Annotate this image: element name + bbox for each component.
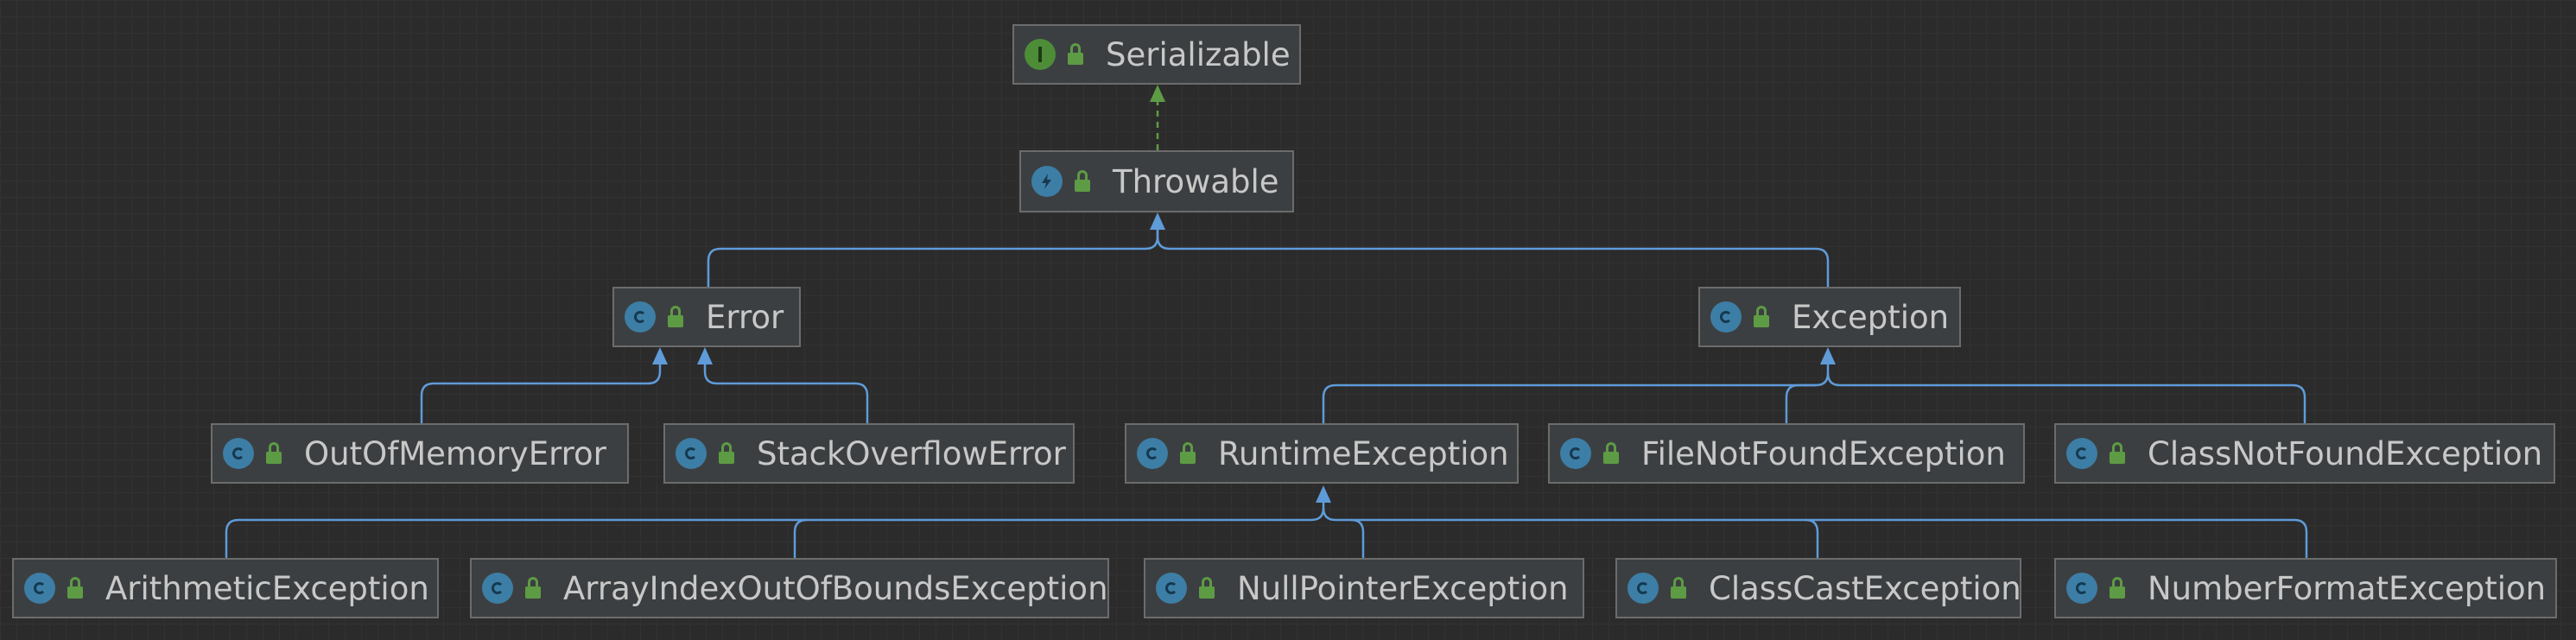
edge-nullpointerexception-runtimeexception bbox=[1322, 507, 1365, 561]
arrowhead-error-left bbox=[652, 347, 668, 364]
class-icon bbox=[676, 438, 707, 469]
node-label: OutOfMemoryError bbox=[304, 434, 606, 472]
public-visibility-icon bbox=[1178, 440, 1197, 466]
node-label: Exception bbox=[1792, 298, 1950, 336]
edge-outofmemoryerror-error bbox=[420, 359, 662, 427]
node-exception[interactable]: Exception bbox=[1698, 287, 1961, 347]
edge-filenotfoundexception-exception bbox=[1785, 383, 1816, 427]
node-label: ClassNotFoundException bbox=[2148, 434, 2543, 472]
public-visibility-icon bbox=[264, 440, 283, 466]
public-visibility-icon bbox=[1066, 41, 1085, 67]
class-icon bbox=[1137, 438, 1168, 469]
node-nullpointerexception[interactable]: NullPointerException bbox=[1144, 558, 1584, 618]
class-icon bbox=[2066, 438, 2097, 469]
class-icon bbox=[223, 438, 254, 469]
node-label: Serializable bbox=[1106, 35, 1291, 73]
arrowhead-runtimeexception bbox=[1316, 485, 1331, 503]
public-visibility-icon bbox=[666, 304, 685, 330]
node-filenotfoundexception[interactable]: FileNotFoundException bbox=[1548, 423, 2025, 484]
public-visibility-icon bbox=[1602, 440, 1621, 466]
interface-icon bbox=[1025, 39, 1056, 70]
arrowhead-error-right bbox=[697, 347, 713, 364]
throwable-class-icon bbox=[1031, 166, 1063, 197]
class-icon bbox=[1156, 573, 1187, 604]
class-icon bbox=[482, 573, 513, 604]
node-classcastexception[interactable]: ClassCastException bbox=[1615, 558, 2021, 618]
node-label: ClassCastException bbox=[1709, 569, 2021, 607]
edge-stackoverflowerror-error bbox=[703, 359, 869, 427]
edge-numberformatexception-runtimeexception bbox=[1805, 518, 2308, 561]
node-label: FileNotFoundException bbox=[1641, 434, 2006, 472]
public-visibility-icon bbox=[1073, 168, 1092, 194]
class-icon bbox=[1710, 301, 1742, 333]
edge-classnotfoundexception-exception bbox=[1826, 372, 2306, 427]
class-icon bbox=[1560, 438, 1591, 469]
node-label: RuntimeException bbox=[1218, 434, 1509, 472]
node-label: StackOverflowError bbox=[757, 434, 1066, 472]
edge-exception-throwable bbox=[1156, 225, 1830, 299]
public-visibility-icon bbox=[1669, 575, 1688, 601]
edge-error-throwable bbox=[707, 225, 1159, 299]
node-arrayindexoutofboundsexception[interactable]: ArrayIndexOutOfBoundsException bbox=[470, 558, 1109, 618]
public-visibility-icon bbox=[1752, 304, 1771, 330]
public-visibility-icon bbox=[2108, 575, 2127, 601]
public-visibility-icon bbox=[66, 575, 85, 601]
public-visibility-icon bbox=[523, 575, 542, 601]
class-icon bbox=[2066, 573, 2097, 604]
class-icon bbox=[1627, 573, 1659, 604]
arrowhead-serializable bbox=[1150, 85, 1165, 102]
node-label: Error bbox=[706, 298, 784, 336]
node-arithmeticexception[interactable]: ArithmeticException bbox=[12, 558, 439, 618]
node-serializable[interactable]: Serializable bbox=[1012, 24, 1301, 85]
public-visibility-icon bbox=[1197, 575, 1216, 601]
node-label: NumberFormatException bbox=[2148, 569, 2547, 607]
class-icon bbox=[625, 301, 656, 333]
edge-classcastexception-runtimeexception bbox=[1351, 518, 1819, 561]
edge-arrayindexoutofboundsexception-runtimeexception bbox=[793, 518, 808, 561]
class-icon bbox=[24, 573, 55, 604]
node-numberformatexception[interactable]: NumberFormatException bbox=[2054, 558, 2557, 618]
arrowhead-throwable bbox=[1150, 212, 1165, 230]
edge-arithmeticexception-runtimeexception bbox=[225, 497, 1325, 561]
node-stackoverflowerror[interactable]: StackOverflowError bbox=[663, 423, 1075, 484]
node-outofmemoryerror[interactable]: OutOfMemoryError bbox=[211, 423, 629, 484]
node-error[interactable]: Error bbox=[612, 287, 801, 347]
node-label: Throwable bbox=[1113, 162, 1279, 200]
node-label: NullPointerException bbox=[1237, 569, 1569, 607]
node-label: ArithmeticException bbox=[105, 569, 429, 607]
public-visibility-icon bbox=[717, 440, 736, 466]
node-classnotfoundexception[interactable]: ClassNotFoundException bbox=[2054, 423, 2555, 484]
edge-runtimeexception-exception bbox=[1322, 359, 1830, 427]
node-label: ArrayIndexOutOfBoundsException bbox=[563, 569, 1108, 607]
public-visibility-icon bbox=[2108, 440, 2127, 466]
arrowhead-exception bbox=[1820, 347, 1836, 364]
node-runtimeexception[interactable]: RuntimeException bbox=[1125, 423, 1519, 484]
node-throwable[interactable]: Throwable bbox=[1019, 150, 1294, 212]
